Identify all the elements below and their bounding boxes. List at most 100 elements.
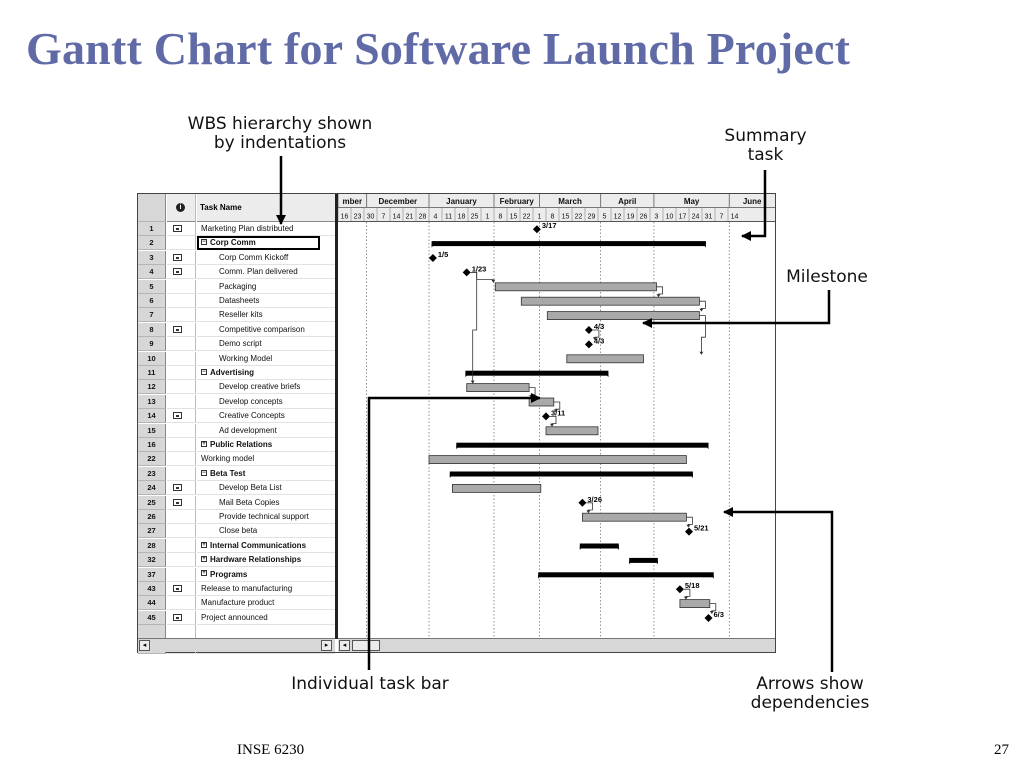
row-number[interactable]: 24: [138, 481, 166, 496]
task-name-cell[interactable]: +Public Relations: [197, 438, 335, 452]
row-number[interactable]: 25: [138, 495, 166, 510]
table-row[interactable]: 37 +Programs: [138, 567, 335, 582]
task-name-cell[interactable]: Develop creative briefs: [197, 380, 335, 395]
task-name-cell[interactable]: Demo script: [197, 337, 335, 352]
task-name-cell[interactable]: Close beta: [197, 524, 335, 539]
table-row[interactable]: 4 Comm. Plan delivered: [138, 265, 335, 280]
task-name-cell[interactable]: Manufacture product: [197, 596, 335, 611]
table-row[interactable]: 14 Creative Concepts: [138, 409, 335, 424]
row-number[interactable]: 5: [138, 279, 166, 294]
row-number[interactable]: 8: [138, 322, 166, 337]
task-name-cell[interactable]: Marketing Plan distributed: [197, 222, 335, 236]
row-number[interactable]: 10: [138, 351, 166, 366]
table-row[interactable]: 32+Hardware Relationships: [138, 553, 335, 568]
row-number[interactable]: 28: [138, 538, 166, 553]
row-number[interactable]: 15: [138, 423, 166, 438]
chart-horizontal-scrollbar[interactable]: ◂: [338, 638, 775, 652]
task-name-cell[interactable]: Release to manufacturing: [197, 582, 335, 596]
note-icon[interactable]: [173, 268, 182, 276]
row-number[interactable]: 37: [138, 567, 166, 582]
expand-icon[interactable]: +: [201, 440, 207, 447]
row-number[interactable]: 22: [138, 452, 166, 467]
table-row[interactable]: 9 Demo script: [138, 337, 335, 352]
row-number[interactable]: 7: [138, 308, 166, 323]
expand-icon[interactable]: +: [201, 541, 207, 548]
row-number[interactable]: 12: [138, 380, 166, 395]
task-name-cell[interactable]: Competitive comparison: [197, 323, 335, 337]
table-row[interactable]: 23 −Beta Test: [138, 466, 335, 481]
row-number[interactable]: 14: [138, 409, 166, 424]
task-name-cell[interactable]: Corp Comm Kickoff: [197, 251, 335, 265]
table-row[interactable]: 28 +Internal Communications: [138, 538, 335, 553]
table-row[interactable]: 11 −Advertising: [138, 366, 335, 380]
task-name-cell[interactable]: Reseller kits: [197, 308, 335, 323]
table-row[interactable]: 43 Release to manufacturing: [138, 582, 335, 596]
note-icon[interactable]: [173, 484, 182, 492]
table-row[interactable]: 13 Develop concepts: [138, 394, 335, 409]
note-icon[interactable]: [173, 225, 182, 232]
table-row[interactable]: 15 Ad development: [138, 423, 335, 438]
table-row[interactable]: 5 Packaging: [138, 279, 335, 294]
task-name-cell[interactable]: Provide technical support: [197, 510, 335, 524]
scroll-left-arrow-icon[interactable]: ◂: [139, 640, 150, 651]
task-name-cell[interactable]: Develop concepts: [197, 395, 335, 409]
task-name-cell[interactable]: +Internal Communications: [197, 539, 335, 553]
row-number-header[interactable]: [138, 194, 166, 222]
row-number[interactable]: 32: [138, 553, 166, 568]
note-icon[interactable]: [173, 498, 182, 506]
row-number[interactable]: 11: [138, 366, 166, 380]
note-icon[interactable]: [173, 585, 182, 592]
table-row[interactable]: 6 Datasheets: [138, 294, 335, 308]
task-name-cell[interactable]: +Programs: [197, 568, 335, 582]
task-name-cell[interactable]: Comm. Plan delivered: [197, 265, 335, 280]
note-icon[interactable]: [173, 253, 182, 261]
task-name-cell[interactable]: Datasheets: [197, 294, 335, 308]
task-name-cell[interactable]: Project announced: [197, 611, 335, 625]
table-row[interactable]: 16 +Public Relations: [138, 438, 335, 452]
note-icon[interactable]: [173, 412, 182, 420]
indicators-header[interactable]: i: [167, 194, 196, 222]
task-name-header[interactable]: Task Name: [197, 194, 335, 222]
row-number[interactable]: 2: [138, 236, 166, 251]
collapse-icon[interactable]: −: [201, 239, 207, 246]
task-name-cell[interactable]: Packaging: [197, 280, 335, 294]
collapse-icon[interactable]: −: [201, 368, 207, 375]
table-row[interactable]: 7 Reseller kits: [138, 308, 335, 323]
chart-scroll-left-arrow-icon[interactable]: ◂: [339, 640, 350, 651]
task-name-cell[interactable]: −Beta Test: [197, 467, 335, 481]
table-row[interactable]: 22 Working model: [138, 452, 335, 467]
row-number[interactable]: 4: [138, 265, 166, 280]
view-splitter[interactable]: [335, 194, 338, 639]
task-name-cell[interactable]: Mail Beta Copies: [197, 496, 335, 510]
row-number[interactable]: 43: [138, 582, 166, 596]
table-row[interactable]: 12 Develop creative briefs: [138, 380, 335, 395]
task-name-cell[interactable]: −Corp Comm: [197, 236, 320, 251]
table-row[interactable]: 25 Mail Beta Copies: [138, 495, 335, 510]
row-number[interactable]: 3: [138, 250, 166, 265]
note-icon[interactable]: [173, 613, 182, 621]
row-number[interactable]: 13: [138, 394, 166, 409]
scroll-right-arrow-icon[interactable]: ▸: [321, 640, 332, 651]
row-number[interactable]: 1: [138, 222, 166, 236]
expand-icon[interactable]: +: [201, 556, 207, 563]
task-name-cell[interactable]: Ad development: [197, 424, 335, 438]
table-row[interactable]: 3 Corp Comm Kickoff: [138, 250, 335, 265]
row-number[interactable]: 16: [138, 438, 166, 452]
row-number[interactable]: 23: [138, 466, 166, 481]
row-number[interactable]: 9: [138, 337, 166, 352]
task-name-cell[interactable]: Creative Concepts: [197, 409, 335, 424]
table-row[interactable]: 2 −Corp Comm: [138, 236, 335, 251]
task-name-cell[interactable]: Working model: [197, 452, 335, 467]
row-number[interactable]: 27: [138, 524, 166, 539]
table-row[interactable]: 1 Marketing Plan distributed: [138, 222, 335, 236]
task-name-cell[interactable]: −Advertising: [197, 366, 335, 380]
table-row[interactable]: 27 Close beta: [138, 524, 335, 539]
note-icon[interactable]: [173, 325, 182, 333]
collapse-icon[interactable]: −: [201, 469, 207, 476]
row-number[interactable]: 6: [138, 294, 166, 308]
